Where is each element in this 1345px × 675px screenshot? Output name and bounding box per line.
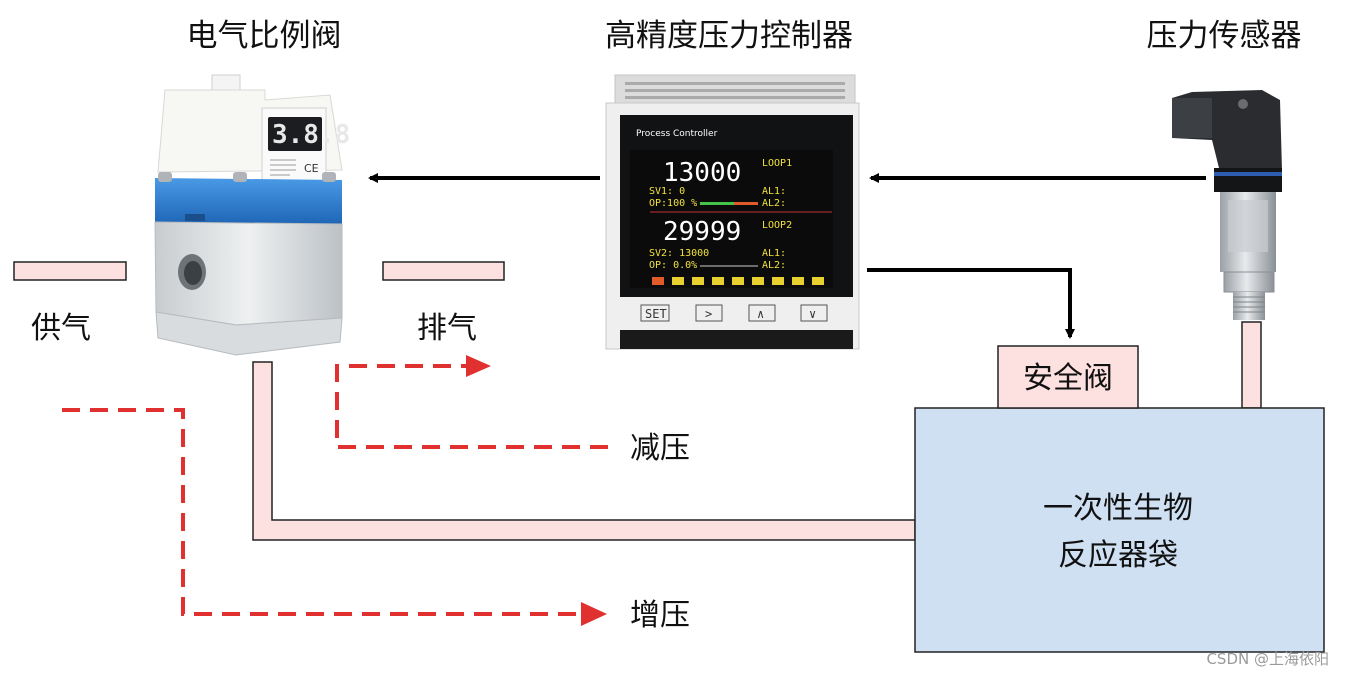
key-right [695,304,723,322]
reactor-assembly: 一次性生物 反应器袋 安全阀 [914,345,1325,653]
supply-pipe [13,261,127,281]
valve-screw [233,172,247,182]
increase-flow-arrowhead [581,602,607,626]
pressure-sensor [1172,90,1282,320]
controller-panel-title: Process Controller [636,129,718,139]
valve-port-inner [184,261,202,285]
valve-screw [158,172,172,182]
key-down-label: ∨ [809,307,816,321]
valve-display [268,117,322,151]
key-set-label: SET [645,307,667,321]
proportional-valve: 3.8.8 CE [154,74,350,356]
loop1-name: LOOP1 [762,158,792,169]
valve-reactor-pipe [252,361,916,541]
labels: 电气比例阀 高精度压力控制器 压力传感器 供气 排气 减压 增压 CSDN @上… [31,18,1329,668]
key-set [640,304,670,322]
watermark: CSDN @上海依阳 [1206,650,1329,668]
loop1-op-bar [700,202,734,205]
increase-label: 增压 [630,598,690,633]
sensor-thread-lines [1233,296,1265,313]
reactor-label-line1: 一次性生物 [1043,491,1193,526]
controller-label: 高精度压力控制器 [605,18,853,54]
pressure-controller: Process Controller 13000 LOOP1 SV1: 0 AL… [605,74,860,350]
pipes [13,261,1262,541]
loop2-al1: AL1: [762,248,786,259]
sensor-blue-ring [1214,172,1282,176]
loop1-pv: 13000 [663,158,741,188]
sensor-collar [1214,168,1282,192]
indicator-row [652,277,824,285]
loop2-name: LOOP2 [762,220,792,231]
safety-valve-label: 安全阀 [1023,361,1113,396]
key-right-label: > [705,307,712,321]
loop2-pv: 29999 [663,217,741,247]
safety-valve [997,345,1139,409]
controller-bottom-strip [620,330,853,349]
valve-display-value: 3.8.8 [272,120,350,150]
reactor-label-line2: 反应器袋 [1058,538,1178,573]
loop2-op: OP: 0.0% [649,260,697,271]
key-up-label: ∧ [757,307,764,321]
ce-mark: CE [304,162,319,175]
exhaust-pipe [382,261,505,281]
valve-blue-band [155,178,342,224]
decrease-flow-arrowhead [466,355,491,377]
valve-base-bottom [155,311,343,356]
loop1-sv: SV1: 0 [649,186,685,197]
controller-keys: SET > ∧ ∨ [640,304,828,322]
valve-slot [185,214,205,221]
controller-lcd [630,150,833,288]
flow-arrows [62,355,608,626]
loop1-al2: AL2: [762,198,786,209]
loop1-op-bar-alt [734,202,758,205]
loop2-al2: AL2: [762,260,786,271]
decrease-label: 减压 [630,431,690,466]
reactor-bag [914,407,1325,653]
exhaust-label: 排气 [417,311,477,346]
decrease-flow-path [335,364,608,449]
loop2-sv: SV2: 13000 [649,248,709,259]
increase-flow-path [62,408,584,616]
sensor-thread [1233,292,1265,320]
key-up [748,304,776,322]
grille-dots [625,82,845,99]
loop1-op: OP:100 % [649,198,697,209]
sensor-label: 压力传感器 [1147,18,1302,54]
sensor-reactor-pipe [1241,321,1262,409]
controller-to-safety-valve-arrow [867,268,1075,339]
supply-label: 供气 [31,311,91,346]
valve-label: 电气比例阀 [187,18,342,54]
sensor-label-area [1228,200,1268,252]
signal-arrows [368,173,1206,339]
sensor-connector-face [1172,98,1212,138]
valve-screw [322,172,336,182]
loop1-al1: AL1: [762,186,786,197]
key-down [800,304,828,322]
sensor-screw [1238,99,1248,109]
sensor-hex-nut [1223,271,1275,293]
